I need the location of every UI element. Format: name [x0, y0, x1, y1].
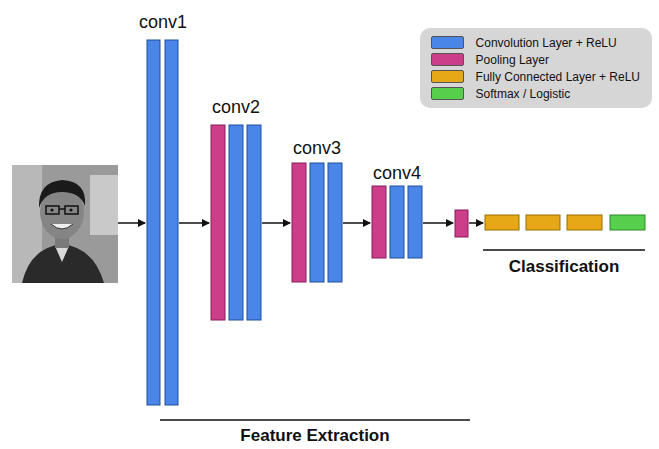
layer-group-label: conv2	[212, 97, 260, 118]
layer-group-label: conv3	[293, 138, 341, 159]
layer-group-label: conv1	[139, 12, 187, 33]
legend-row: Convolution Layer + ReLU	[431, 34, 640, 51]
legend-text: Softmax / Logistic	[476, 87, 571, 101]
legend-row: Pooling Layer	[431, 51, 640, 68]
legend-swatch	[431, 87, 464, 100]
conv1-layers	[147, 40, 178, 405]
flow-arrows	[118, 222, 483, 224]
pooling-layer	[455, 210, 468, 237]
legend-text: Pooling Layer	[476, 53, 549, 67]
section-rule	[160, 419, 470, 421]
legend-text: Convolution Layer + ReLU	[476, 36, 617, 50]
legend-row: Fully Connected Layer + ReLU	[431, 68, 640, 85]
section-label: Classification	[509, 257, 620, 277]
legend-swatch	[431, 70, 464, 83]
legend-text: Fully Connected Layer + ReLU	[476, 70, 640, 84]
section-rule	[483, 249, 645, 251]
conv4-layers	[372, 186, 422, 258]
conv3-layers	[292, 163, 342, 282]
legend-row: Softmax / Logistic	[431, 85, 640, 102]
layer-group-label: conv4	[373, 163, 421, 184]
conv2-layers	[211, 125, 261, 320]
legend-box: Convolution Layer + ReLU Pooling LayerFul…	[420, 28, 652, 108]
legend-swatch	[431, 53, 464, 66]
section-label: Feature Extraction	[240, 426, 389, 446]
classifier-layers	[485, 215, 645, 230]
input-photo	[12, 165, 118, 283]
legend-swatch	[431, 36, 464, 49]
